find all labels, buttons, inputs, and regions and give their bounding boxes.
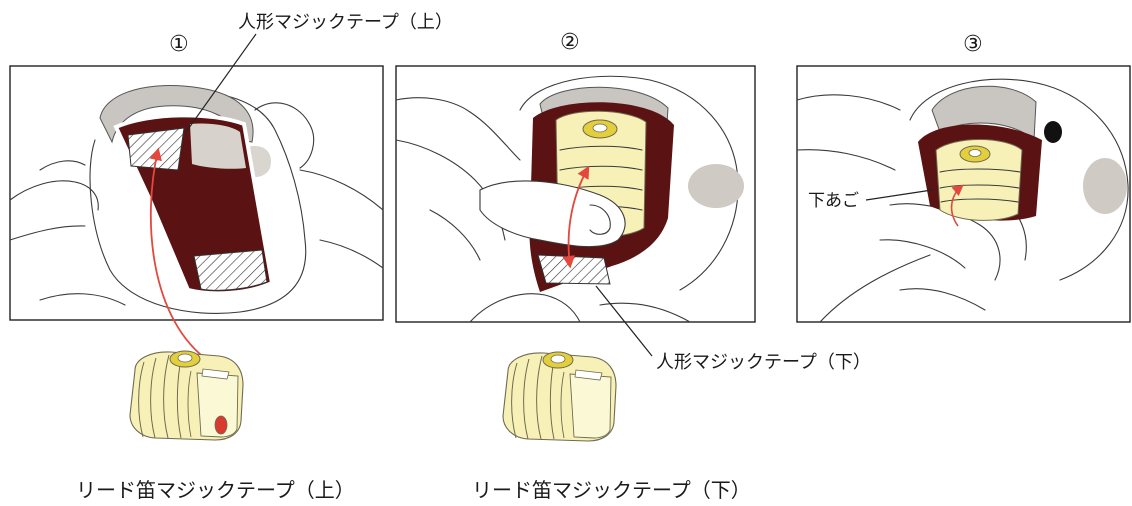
label-reed-tape-top: リード笛マジックテープ（上） <box>76 478 355 502</box>
panel-step-3 <box>796 65 1131 323</box>
leader-doll-tape-bottom <box>595 285 653 357</box>
panel-2-whistle-cap-hole <box>592 123 608 133</box>
panel-3-hand <box>879 199 1027 311</box>
label-reed-tape-bottom: リード笛マジックテープ（下） <box>472 478 751 502</box>
step-2-number: ② <box>560 30 580 55</box>
panel-step-2 <box>395 65 756 323</box>
panel-step-1 <box>9 65 384 321</box>
reed-whistle-bottom <box>502 351 617 442</box>
red-arrow-tape-to-whistle <box>149 147 211 363</box>
label-doll-tape-bottom: 人形マジックテープ（下） <box>656 352 871 373</box>
leader-doll-tape-top <box>185 33 257 133</box>
panel-1-body-lines <box>39 169 384 306</box>
panel-2-tape-lower-hatched <box>537 254 611 285</box>
panel-3-cheek-patch <box>1083 158 1127 214</box>
label-doll-tape-top: 人形マジックテープ（上） <box>238 12 453 33</box>
panel-1-right-ear <box>254 102 315 169</box>
reed-whistle-top <box>129 350 244 441</box>
panel-1-hood <box>99 85 254 144</box>
panel-1-mouth-roof <box>190 123 246 169</box>
panel-3-whistle-ribs <box>939 168 1021 203</box>
panel-3-whistle-cap-hole <box>968 149 982 157</box>
panel-3-hood <box>931 85 1037 142</box>
panel-3-head-outline <box>909 78 1129 281</box>
panel-1-head-outline <box>89 91 307 314</box>
step-3-number: ③ <box>963 32 983 57</box>
label-lower-jaw: 下あご <box>808 191 859 211</box>
panel-2-cheek-patch <box>688 164 744 208</box>
panel-3-red-arrow <box>950 184 964 227</box>
reed-whistle-top-red-tape <box>214 415 228 435</box>
panel-3-eye <box>1044 121 1062 143</box>
panel-2-red-arrow <box>562 165 590 269</box>
panel-2-whistle-ribs <box>559 145 643 211</box>
panel-2-head-outline <box>519 75 739 291</box>
panel-2-lower-hand <box>469 293 691 323</box>
panel-2-thumbnail <box>589 204 611 235</box>
panel-1-tape-lower-hatched <box>193 249 268 291</box>
panel-1-left-arm <box>9 160 99 241</box>
leader-lower-jaw <box>865 189 933 201</box>
panel-3-left-arm <box>796 94 931 323</box>
step-1-number: ① <box>169 32 189 57</box>
